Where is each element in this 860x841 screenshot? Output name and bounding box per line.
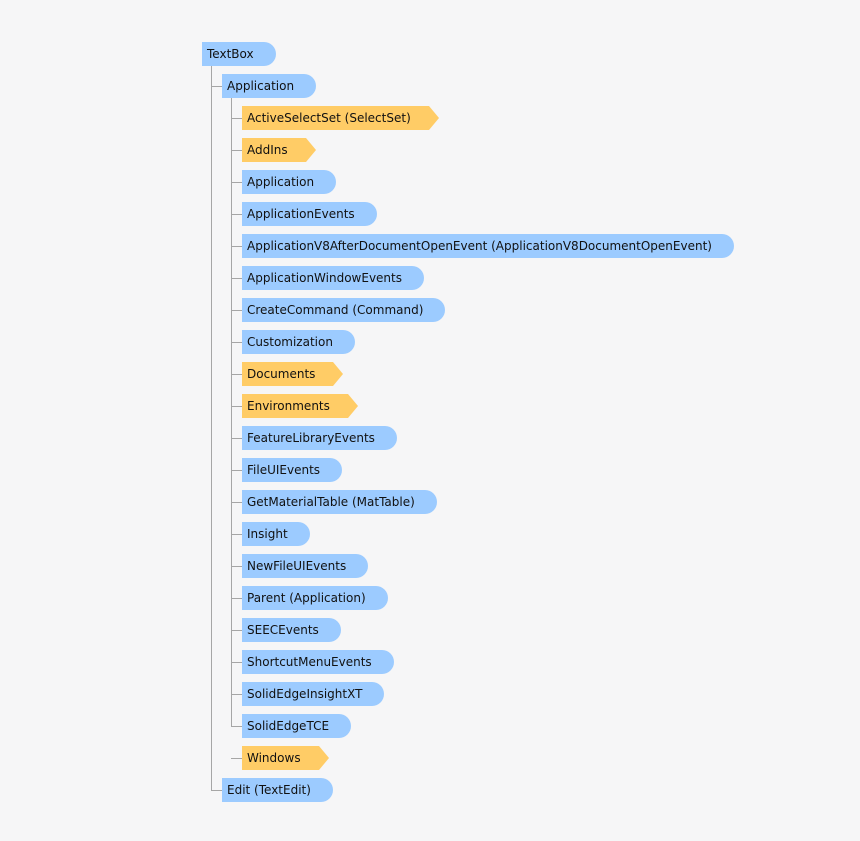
node-documents-label: Documents — [247, 367, 316, 381]
node-edit[interactable]: Edit (TextEdit) — [222, 778, 333, 802]
node-insight-label: Insight — [247, 527, 288, 541]
node-shortcutmenuevents-label: ShortcutMenuEvents — [247, 655, 372, 669]
node-newfileuievents-label: NewFileUIEvents — [247, 559, 347, 573]
node-application-parent-label: Application — [227, 79, 295, 93]
member-connector — [231, 214, 242, 215]
application-connector — [211, 86, 222, 87]
node-solidedgetce[interactable]: SolidEdgeTCE — [242, 714, 351, 738]
node-addins-label: AddIns — [247, 143, 288, 157]
node-fileuievents-label: FileUIEvents — [247, 463, 321, 477]
node-fileuievents[interactable]: FileUIEvents — [242, 458, 342, 482]
root-connector-vertical — [211, 65, 212, 791]
node-applicationevents-label: ApplicationEvents — [247, 207, 355, 221]
node-application-label: Application — [247, 175, 315, 189]
node-customization-label: Customization — [247, 335, 333, 349]
node-documents[interactable]: Documents — [242, 362, 343, 386]
node-applicationwindowevents[interactable]: ApplicationWindowEvents — [242, 266, 424, 290]
node-addins[interactable]: AddIns — [242, 138, 316, 162]
member-connector — [231, 566, 242, 567]
node-environments[interactable]: Environments — [242, 394, 358, 418]
member-connector — [231, 150, 242, 151]
member-connector — [231, 758, 242, 759]
node-environments-label: Environments — [247, 399, 330, 413]
application-connector-vertical — [231, 97, 232, 727]
member-connector — [231, 406, 242, 407]
edit-connector — [211, 790, 222, 791]
member-connector — [231, 534, 242, 535]
member-connector — [231, 630, 242, 631]
node-applicationwindowevents-label: ApplicationWindowEvents — [247, 271, 402, 285]
member-connector — [231, 278, 242, 279]
node-createcommand-command-label: CreateCommand (Command) — [247, 303, 424, 317]
member-connector — [231, 374, 242, 375]
node-solidedgeinsightxt[interactable]: SolidEdgeInsightXT — [242, 682, 384, 706]
node-createcommand-command[interactable]: CreateCommand (Command) — [242, 298, 445, 322]
node-windows-label: Windows — [247, 751, 301, 765]
node-customization[interactable]: Customization — [242, 330, 355, 354]
node-edit-label: Edit (TextEdit) — [227, 783, 311, 797]
node-solidedgetce-label: SolidEdgeTCE — [247, 719, 330, 733]
node-application[interactable]: Application — [242, 170, 336, 194]
member-connector — [231, 182, 242, 183]
node-seecevents[interactable]: SEECEvents — [242, 618, 341, 642]
node-shortcutmenuevents[interactable]: ShortcutMenuEvents — [242, 650, 394, 674]
node-featurelibraryevents[interactable]: FeatureLibraryEvents — [242, 426, 397, 450]
node-textbox[interactable]: TextBox — [202, 42, 276, 66]
member-connector — [231, 438, 242, 439]
node-activeselectset-selectset-label: ActiveSelectSet (SelectSet) — [247, 111, 411, 125]
member-connector — [231, 598, 242, 599]
member-connector — [231, 118, 242, 119]
member-connector — [231, 470, 242, 471]
member-connector — [231, 342, 242, 343]
node-parent-application-label: Parent (Application) — [247, 591, 366, 605]
node-application-parent[interactable]: Application — [222, 74, 316, 98]
node-newfileuievents[interactable]: NewFileUIEvents — [242, 554, 368, 578]
node-getmaterialtable-mattable-label: GetMaterialTable (MatTable) — [247, 495, 415, 509]
node-activeselectset-selectset[interactable]: ActiveSelectSet (SelectSet) — [242, 106, 439, 130]
node-getmaterialtable-mattable[interactable]: GetMaterialTable (MatTable) — [242, 490, 437, 514]
node-seecevents-label: SEECEvents — [247, 623, 319, 637]
member-connector — [231, 694, 242, 695]
member-connector — [231, 502, 242, 503]
member-connector — [231, 662, 242, 663]
node-solidedgeinsightxt-label: SolidEdgeInsightXT — [247, 687, 363, 701]
member-connector — [231, 246, 242, 247]
node-applicationv8afterdocumentopenevent-applicationv8documentopenevent-label: ApplicationV8AfterDocumentOpenEvent (App… — [247, 239, 712, 253]
node-textbox-label: TextBox — [207, 47, 254, 61]
member-connector — [231, 726, 242, 727]
node-parent-application[interactable]: Parent (Application) — [242, 586, 388, 610]
node-applicationevents[interactable]: ApplicationEvents — [242, 202, 377, 226]
node-applicationv8afterdocumentopenevent-applicationv8documentopenevent[interactable]: ApplicationV8AfterDocumentOpenEvent (App… — [242, 234, 734, 258]
node-featurelibraryevents-label: FeatureLibraryEvents — [247, 431, 375, 445]
member-connector — [231, 310, 242, 311]
node-windows[interactable]: Windows — [242, 746, 329, 770]
node-insight[interactable]: Insight — [242, 522, 310, 546]
